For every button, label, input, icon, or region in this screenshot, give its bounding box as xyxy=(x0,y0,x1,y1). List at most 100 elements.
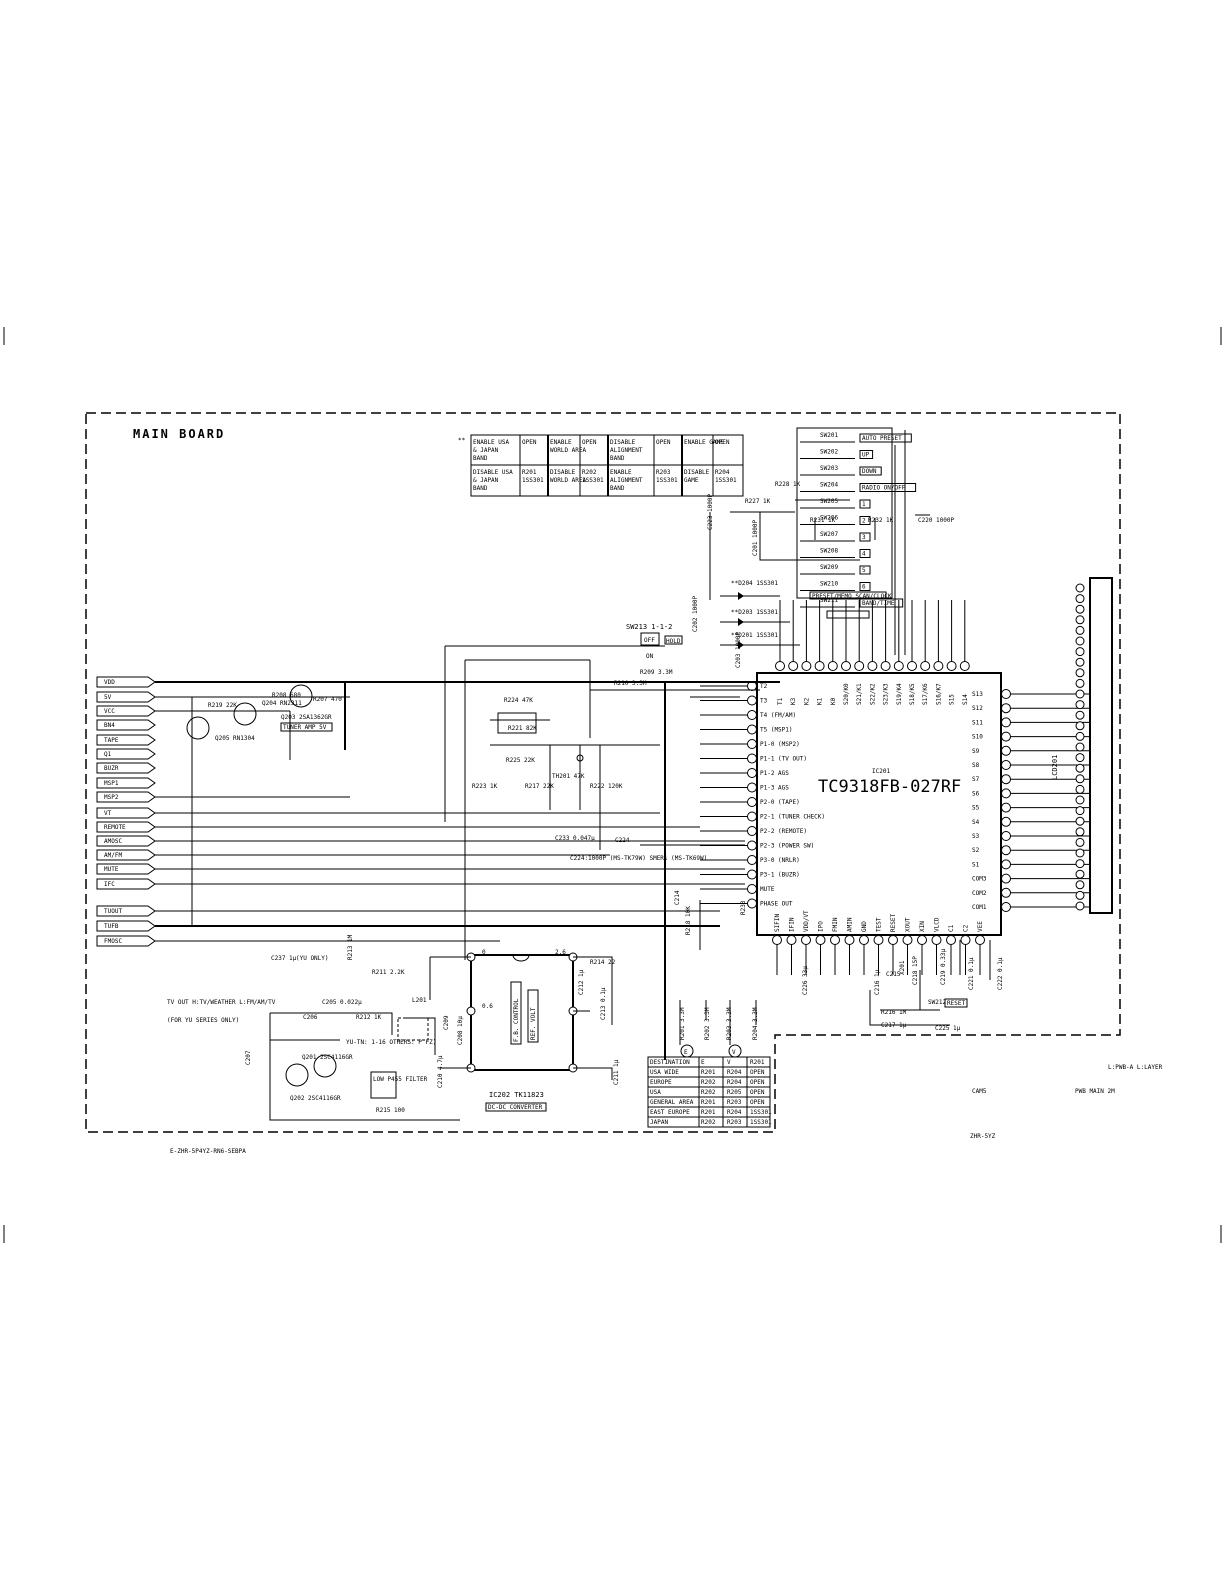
switch-label-box xyxy=(859,466,882,476)
ic-pin-label: VLCD xyxy=(934,917,941,932)
dest-cell: 1SS301 xyxy=(750,1119,772,1126)
board-title: MAIN BOARD xyxy=(133,427,225,441)
connector-pin xyxy=(1075,604,1085,614)
switch-label: 4 xyxy=(862,551,866,558)
ic-pin-label: P2-2 (REMOTE) xyxy=(760,828,807,835)
dest-cell: OPEN xyxy=(750,1069,765,1076)
connector-pin xyxy=(1075,880,1085,890)
c218-label: C218 15P xyxy=(912,956,919,985)
ic-pin-label: SIFIN xyxy=(774,914,781,932)
dest-cell: R201 xyxy=(701,1099,716,1106)
connector-pin xyxy=(1075,774,1085,784)
tv-out-section: TV OUT H:TV/WEATHER L:FM/AM/TV (FOR YU S… xyxy=(167,934,460,1121)
ic-pin-left xyxy=(747,869,757,880)
c224-label: C224 xyxy=(615,837,630,844)
ic201-part: TC9318FB-027RF xyxy=(818,777,961,797)
r222-label: R222 120K xyxy=(590,783,623,790)
volt-26: 2.6 xyxy=(555,949,566,956)
switch-ref: SW203 xyxy=(820,465,838,472)
ic-pin-label: IPO xyxy=(818,921,825,932)
r219-label: R219 22K xyxy=(208,702,237,709)
r213-label: R213 1M xyxy=(347,934,354,960)
connector-pin xyxy=(1075,869,1085,879)
dest-cell: DESTINATION xyxy=(650,1059,690,1066)
signal-tag-label: TUFB xyxy=(104,923,119,930)
ic-pin-label: T3 xyxy=(760,698,768,705)
option-cell: ALIGNMENT xyxy=(610,477,643,484)
switch-label: 6 xyxy=(862,584,866,591)
c219-label: C219 0.33μ xyxy=(940,948,947,985)
ic-pin-label: S16/K7 xyxy=(935,683,942,705)
r214-label: R214 22 xyxy=(590,959,616,966)
ic-pin-label: P3-0 (NRLR) xyxy=(760,857,800,864)
ic-pin-label: P3-1 (BUZR) xyxy=(760,872,800,879)
ic-pin-label: S21/K1 xyxy=(856,683,863,705)
switch-ref: SW211 xyxy=(820,597,838,604)
switch-label-box xyxy=(859,499,871,509)
option-cell: GAME xyxy=(684,477,699,484)
ic-pin-label: S20/K0 xyxy=(843,683,850,705)
signal-tag-label: AMOSC xyxy=(104,838,122,845)
option-cell: 1SS301 xyxy=(522,477,544,484)
sw213-off: OFF xyxy=(644,637,655,644)
signal-tag xyxy=(96,748,156,760)
signal-tag-label: VT xyxy=(104,810,112,817)
ic-pin-label: TEST xyxy=(876,917,883,932)
connector-pin xyxy=(1075,763,1085,773)
r232-label: R232 1K xyxy=(868,517,894,524)
ic-pin-label: S15 xyxy=(949,694,956,705)
option-cell: 1SS301 xyxy=(715,477,737,484)
connector-pin xyxy=(1075,668,1085,678)
ic-pin-top xyxy=(801,661,812,671)
ic-pin-label: C1 xyxy=(948,924,955,932)
signal-tag xyxy=(96,905,156,917)
ic-pin-right xyxy=(1001,774,1011,785)
q204-symbol xyxy=(233,702,257,726)
switch-ref: SW210 xyxy=(820,581,838,588)
connector-pin xyxy=(1075,678,1085,688)
ic-pin-label: T5 (MSP1) xyxy=(760,727,793,734)
q201-label: Q201 2SC4116GR xyxy=(302,1054,353,1061)
ic-pin-bottom xyxy=(830,935,840,945)
option-cell: OPEN xyxy=(522,439,537,446)
q201-symbol xyxy=(285,1063,309,1087)
signal-tag xyxy=(96,920,156,932)
dest-cell: R204 xyxy=(727,1109,742,1116)
th201-label: TH201 47K xyxy=(552,773,585,780)
bias-network: R224 47K R221 82K R225 22K R223 1K R217 … xyxy=(472,697,707,862)
r208-label: R208 680 xyxy=(272,692,301,699)
signal-tag xyxy=(96,835,156,847)
r233-label: R233 xyxy=(740,900,747,915)
footer-lpwb: L:PWB-A L:LAYER xyxy=(1108,1064,1163,1071)
dest-cell: GENERAL AREA xyxy=(650,1099,694,1106)
connector-pin xyxy=(1075,816,1085,826)
c233-label: C233 0.047μ xyxy=(555,835,595,842)
ic-pin-label: FMIN xyxy=(832,917,839,932)
ic-pin-left xyxy=(747,826,757,836)
r221-label: R221 82K xyxy=(508,725,537,732)
connector-pin xyxy=(1075,859,1085,869)
option-cell: ENABLE USA xyxy=(473,439,510,446)
switch-ref: SW207 xyxy=(820,531,838,538)
ic-pin-label: K3 xyxy=(790,697,797,705)
signal-tag xyxy=(96,849,156,861)
wiring xyxy=(155,645,780,1060)
switch-label-box xyxy=(859,532,871,542)
low-filter-label: LOW P455 FILTER xyxy=(373,1076,428,1083)
signal-tag-label: FMOSC xyxy=(104,938,122,945)
ic-pin-bottom xyxy=(859,935,869,945)
c237-label: C237 1μ xyxy=(271,955,297,962)
sw213: SW213 1-1-2 OFF HOLD ON xyxy=(626,623,683,660)
option-cell: R201 xyxy=(522,469,537,476)
ic-pin-top xyxy=(933,661,944,671)
signal-tag-label: BUZR xyxy=(104,765,119,772)
node-v: V xyxy=(732,1049,736,1056)
ic-pin-left xyxy=(747,898,757,909)
ic202-box1: F.B. CONTROL xyxy=(513,998,520,1042)
ic-pin-label: MUTE xyxy=(760,886,775,893)
c209-label: C209 xyxy=(443,1015,450,1030)
signal-tag-label: TAPE xyxy=(104,737,119,744)
c203-label: C203 1000P xyxy=(735,631,742,668)
